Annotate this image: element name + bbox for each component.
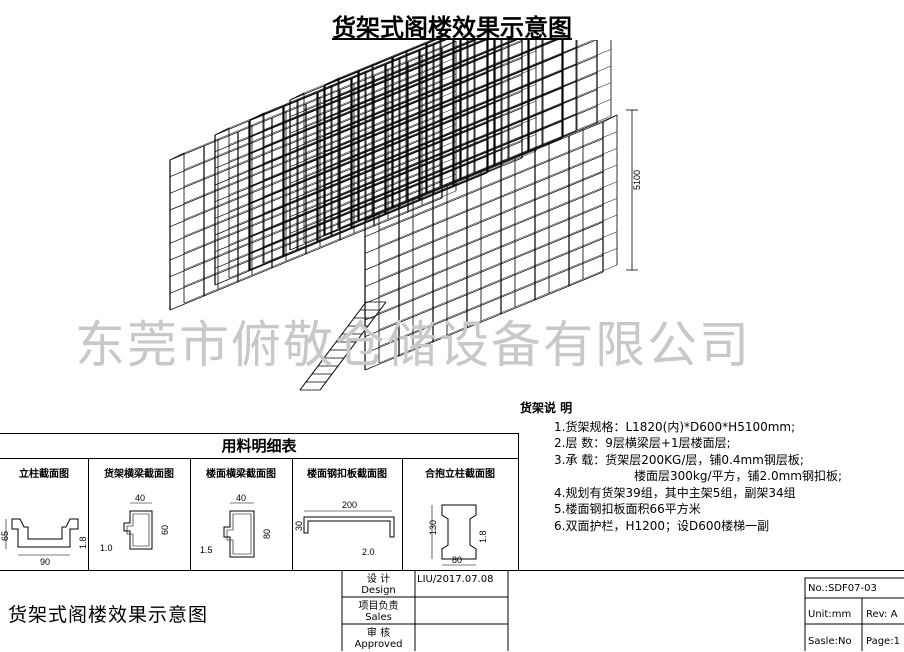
approved-label-en: Approved (354, 639, 403, 650)
page-title: 货架式阁楼效果示意图 (332, 13, 572, 42)
design-value: LIU/2017.07.08 (417, 574, 494, 585)
material-cell-column: 立柱截面图 65 1.8 90 (0, 458, 88, 572)
material-table-title: 用料明细表 (221, 437, 297, 455)
title-block-grid (341, 570, 904, 651)
unit-label: Unit:mm (808, 609, 852, 620)
note-line: 4.规划有货架39组，其中主架5组，副架34组 (554, 485, 796, 500)
material-cell-floor-beam: 楼面横梁截面图 40 1.5 80 (190, 458, 292, 572)
mezzanine-rack-drawing: 5100 (169, 40, 642, 391)
svg-text:30: 30 (294, 521, 304, 531)
material-caption: 货架横梁截面图 (104, 469, 174, 480)
note-line: 楼面层300kg/平方，铺2.0mm钢扣板; (634, 469, 843, 483)
svg-text:60: 60 (160, 525, 170, 535)
design-label-cn: 设 计 (366, 574, 391, 585)
page-label: Page:1 (866, 636, 900, 647)
svg-text:80: 80 (452, 555, 462, 565)
svg-text:200: 200 (342, 500, 357, 510)
svg-text:130: 130 (428, 520, 438, 535)
material-cell-combined-column: 合抱立柱截面图 130 1.8 80 (402, 458, 518, 572)
svg-text:40: 40 (236, 493, 246, 503)
pm-label: 项目负责 Sales (342, 601, 415, 623)
height-dimension-label: 5100 (632, 170, 642, 190)
svg-text:40: 40 (135, 493, 145, 503)
floor-beam-section-drawing: 40 1.5 80 (200, 493, 272, 558)
revision-label: Rev: A (866, 609, 898, 620)
material-cell-shelf-beam: 货架横梁截面图 40 1.0 60 (88, 458, 190, 572)
svg-text:1.5: 1.5 (200, 545, 213, 555)
material-table: 用料明细表 立柱截面图 65 1.8 90 货架横梁截面图 40 1.0 60 … (0, 433, 519, 571)
pm-label-cn: 项目负责 (358, 601, 399, 612)
material-caption: 立柱截面图 (19, 469, 69, 480)
design-label-en: Design (361, 585, 396, 596)
scale-label: Sasle:No (808, 636, 852, 647)
note-line: 6.双面护栏，H1200；设D600楼梯一副 (554, 518, 770, 533)
svg-text:2.0: 2.0 (362, 547, 375, 557)
material-caption: 合抱立柱截面图 (425, 469, 495, 480)
watermark: 东莞市俯敬仓储设备有限公司 (75, 316, 751, 374)
shelf-beam-section-drawing: 40 1.0 60 (100, 493, 170, 553)
note-line: 3.承 载：货架层200KG/层，铺0.4mm钢层板; (554, 452, 804, 467)
pm-label-en: Sales (365, 612, 392, 623)
title-block-name: 货架式阁楼效果示意图 (8, 604, 209, 626)
svg-text:1.8: 1.8 (78, 536, 88, 549)
column-section-drawing: 65 1.8 90 (0, 518, 88, 567)
material-caption: 楼面横梁截面图 (206, 469, 276, 480)
notes-heading: 货架说 明 (520, 401, 573, 415)
approved-label-cn: 审 核 (366, 628, 391, 639)
svg-text:65: 65 (0, 531, 10, 541)
floor-plate-section-drawing: 200 30 2.0 (294, 500, 395, 557)
note-line: 5.楼面钢扣板面积66平方米 (554, 502, 701, 516)
drawing-number: No.:SDF07-03 (808, 583, 877, 594)
title-block (0, 570, 904, 652)
material-caption: 楼面钢扣板截面图 (307, 469, 387, 480)
svg-text:90: 90 (40, 557, 50, 567)
svg-text:80: 80 (262, 529, 272, 539)
svg-text:1.0: 1.0 (100, 543, 113, 553)
rack-notes: 货架说 明 1.货架规格：L1820(内)*D600*H5100mm; 2.层 … (520, 400, 904, 534)
note-line: 1.货架规格：L1820(内)*D600*H5100mm; (554, 419, 796, 434)
design-label: 设 计 Design (342, 574, 415, 596)
svg-text:1.8: 1.8 (478, 530, 488, 543)
material-cell-floor-plate: 楼面钢扣板截面图 200 30 2.0 (292, 458, 402, 572)
approved-label: 审 核 Approved (342, 628, 415, 650)
combined-column-section-drawing: 130 1.8 80 (428, 504, 488, 566)
note-line: 2.层 数：9层横梁层+1层楼面层; (554, 436, 731, 450)
